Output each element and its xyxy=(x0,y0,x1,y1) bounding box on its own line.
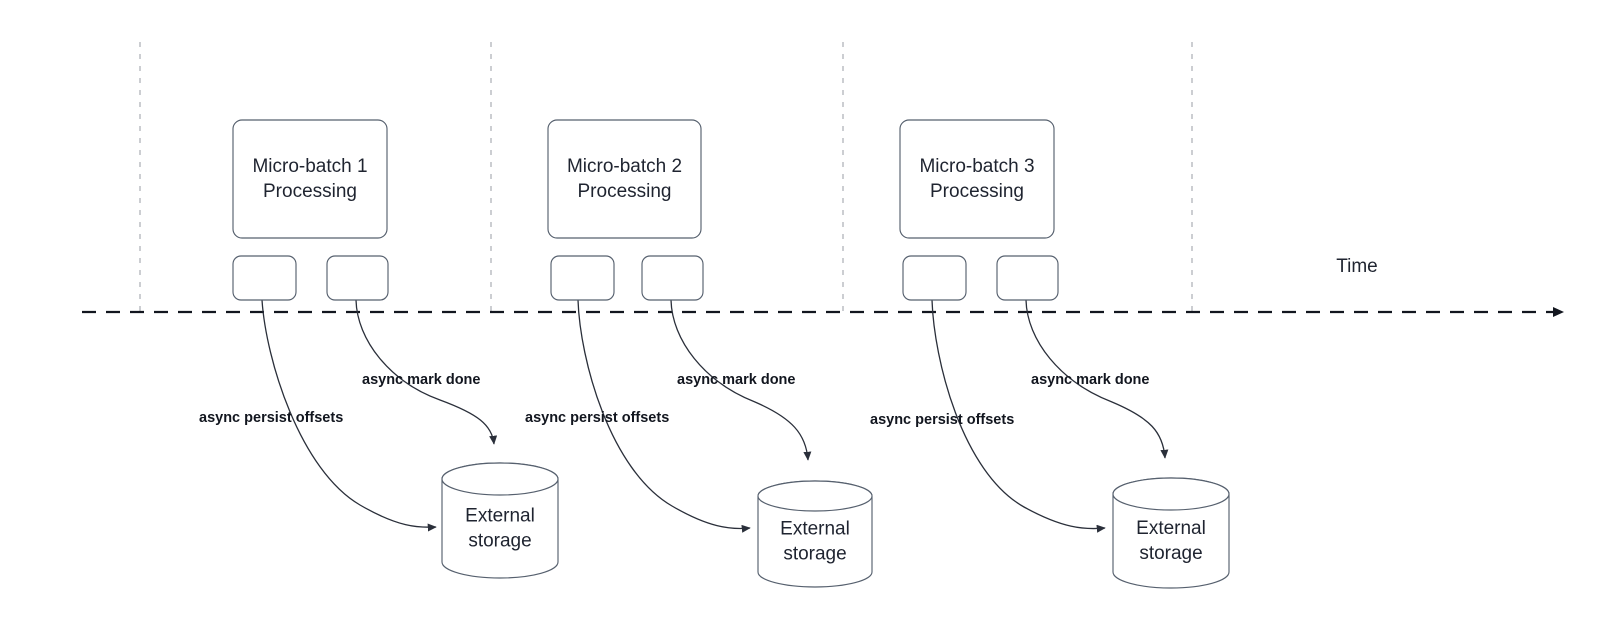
storage-label-line1-micro-batch-1: External xyxy=(465,506,535,527)
edge-mark-done-1 xyxy=(355,299,498,445)
storage-cylinder-top-micro-batch-2 xyxy=(757,480,873,512)
storage-label-line1-micro-batch-2: External xyxy=(780,519,850,540)
storage-cylinder-top-micro-batch-1 xyxy=(441,462,559,496)
storage-label-line2-micro-batch-1: storage xyxy=(468,531,531,552)
task-box-task-3b[interactable] xyxy=(996,255,1059,301)
task-box-task-3a[interactable] xyxy=(902,255,967,301)
edge-mark-done-3 xyxy=(1025,299,1169,459)
edge-label-persist-offsets-3: async persist offsets xyxy=(870,412,1014,428)
process-label-line1-micro-batch-3: Micro-batch 3 xyxy=(919,156,1034,177)
task-box-task-1a[interactable] xyxy=(232,255,297,301)
process-box-micro-batch-1[interactable] xyxy=(232,119,388,239)
edge-label-mark-done-1: async mark done xyxy=(362,372,480,388)
process-label-line1-micro-batch-2: Micro-batch 2 xyxy=(567,156,682,177)
storage-label-line2-micro-batch-3: storage xyxy=(1139,543,1202,564)
time-axis-label: Time xyxy=(1336,256,1378,277)
edge-label-mark-done-2: async mark done xyxy=(677,372,795,388)
separator-lines xyxy=(139,42,1193,312)
process-box-micro-batch-2[interactable] xyxy=(547,119,702,239)
process-label-line2-micro-batch-3: Processing xyxy=(930,181,1024,202)
process-box-micro-batch-3[interactable] xyxy=(899,119,1055,239)
timeline-axis: Time xyxy=(82,256,1564,317)
process-label-line2-micro-batch-2: Processing xyxy=(578,181,672,202)
edge-persist-offsets-3 xyxy=(931,299,1106,533)
process-label-line1-micro-batch-1: Micro-batch 1 xyxy=(252,156,367,177)
storage-label-line1-micro-batch-3: External xyxy=(1136,518,1206,539)
process-label-line2-micro-batch-1: Processing xyxy=(263,181,357,202)
edge-persist-offsets-1 xyxy=(261,299,437,532)
edge-persist-offsets-2 xyxy=(577,299,751,533)
task-box-task-1b[interactable] xyxy=(326,255,389,301)
edge-label-mark-done-3: async mark done xyxy=(1031,372,1149,388)
task-box-task-2b[interactable] xyxy=(641,255,704,301)
edge-labels-layer: async persist offsets async mark done asyn… xyxy=(199,372,1149,428)
task-box-task-2a[interactable] xyxy=(550,255,615,301)
edge-label-persist-offsets-1: async persist offsets xyxy=(199,410,343,426)
edge-label-persist-offsets-2: async persist offsets xyxy=(525,410,669,426)
storage-label-line2-micro-batch-2: storage xyxy=(783,544,846,565)
storage-cylinder-top-micro-batch-3 xyxy=(1112,477,1230,511)
edges-layer xyxy=(261,299,1169,533)
edge-mark-done-2 xyxy=(670,299,812,461)
